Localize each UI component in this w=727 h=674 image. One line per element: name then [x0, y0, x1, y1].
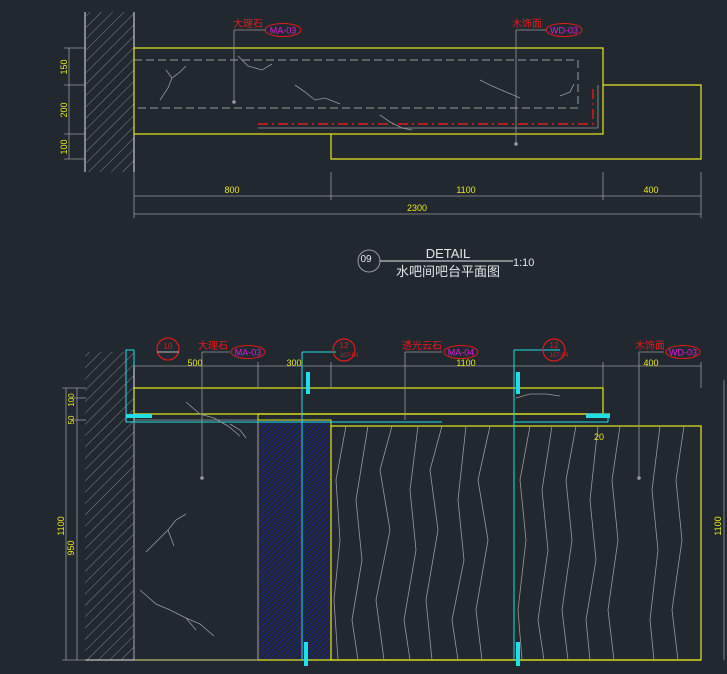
- plan-wall-hatch: [86, 12, 134, 172]
- section-marker-3-num: 12: [550, 341, 559, 350]
- elev-left-dim-100: 100: [67, 393, 76, 407]
- elev-leaders: [201, 351, 664, 478]
- title-subtitle: 水吧间吧台平面图: [396, 264, 500, 279]
- plan-counter-top: [133, 47, 604, 135]
- elev-tag1-bubble: [230, 345, 266, 359]
- plan-vdim-200: 200: [59, 102, 69, 117]
- plan-marble-veins: [159, 55, 575, 131]
- plan-hdim-400: 400: [643, 185, 658, 195]
- plan-tag-right-code: WD-03: [550, 26, 578, 36]
- elev-tag3-code: WD-03: [669, 348, 697, 358]
- elev-top-dim-500: 500: [187, 358, 202, 368]
- elev-leader-dot-1: [200, 476, 204, 480]
- plan-tag-right-bubble: [545, 23, 583, 37]
- section-marker-1-num: 10: [164, 342, 173, 351]
- section-marker-3: 12 107-04: [542, 338, 569, 362]
- plan-tag-left-code: MA-03: [270, 26, 297, 36]
- elev-marble-veins: [139, 393, 561, 637]
- plan-horizontal-dims: [133, 172, 702, 218]
- elev-left-dim-50: 50: [67, 415, 76, 424]
- plan-hdim-800: 800: [224, 185, 239, 195]
- elev-top-slab: [133, 387, 604, 415]
- title-number: 09: [360, 254, 372, 265]
- plan-leader-dot: [232, 100, 236, 104]
- elev-marble-panel: [133, 419, 259, 661]
- elev-wood-panel: [330, 425, 702, 661]
- plan-vdim-150: 150: [59, 59, 69, 74]
- title-scale: 1:10: [513, 257, 534, 269]
- section-marker-1: 10: [156, 337, 180, 361]
- elev-left-dim-950: 950: [66, 540, 76, 555]
- elev-right-dim-1100: 1100: [713, 516, 723, 535]
- plan-vertical-dims: [64, 47, 86, 160]
- elev-small-dim-20: 20: [594, 432, 604, 442]
- elev-wall-hatch: [85, 352, 134, 660]
- elev-tag3-label: 木饰面: [635, 339, 665, 352]
- title-main: DETAIL: [426, 246, 471, 261]
- elev-leader-dot-2: [637, 476, 641, 480]
- elev-left-dim-1100: 1100: [56, 516, 66, 535]
- elev-top-dim-300: 300: [286, 358, 301, 368]
- elevation-view: 10 12 107-04 12 107-04 大理石 MA-03 透光云石 MA…: [56, 337, 725, 666]
- elev-wood-grain: [333, 425, 685, 661]
- title-block: 09 DETAIL 水吧间吧台平面图 1:10: [357, 246, 534, 279]
- section-marker-2-num: 12: [340, 341, 349, 350]
- plan-hdim-1100: 1100: [456, 185, 475, 195]
- plan-tag-left-bubble: [264, 23, 302, 37]
- plan-vdim-100: 100: [59, 139, 69, 154]
- plan-tag-left-label: 大理石: [233, 17, 263, 30]
- elev-tag2-label: 透光云石: [402, 339, 442, 352]
- elev-top-dim-1100: 1100: [456, 358, 475, 368]
- plan-tag-right-label: 木饰面: [512, 17, 542, 30]
- plan-inner-dashed: [134, 59, 579, 109]
- plan-red-dashed: [258, 86, 594, 125]
- elev-cyan-frames: [125, 349, 609, 660]
- elev-tag1-code: MA-03: [235, 348, 262, 358]
- elev-top-dim-400: 400: [643, 358, 658, 368]
- section-marker-2-sheet: 107-04: [340, 353, 359, 359]
- plan-leader-dot-2: [514, 142, 518, 146]
- elev-tag2-code: MA-04: [448, 348, 475, 358]
- plan-total-2300: 2300: [407, 203, 427, 213]
- elev-tag3-bubble: [665, 345, 701, 359]
- plan-view: 大理石 MA-03 木饰面 WD-03 150 200 100 800: [59, 12, 702, 218]
- elev-tag1-label: 大理石: [198, 339, 228, 352]
- elev-cyan-clips: [126, 372, 610, 666]
- section-marker-2: 12 107-04: [332, 338, 359, 362]
- elev-tag2-bubble: [443, 345, 479, 359]
- elev-left-dim-lines: [62, 387, 86, 661]
- elev-top-dim-lines: [257, 362, 702, 388]
- plan-counter-extension: [330, 84, 702, 160]
- section-marker-3-sheet: 107-04: [550, 353, 569, 359]
- elev-light-panel: [257, 419, 332, 661]
